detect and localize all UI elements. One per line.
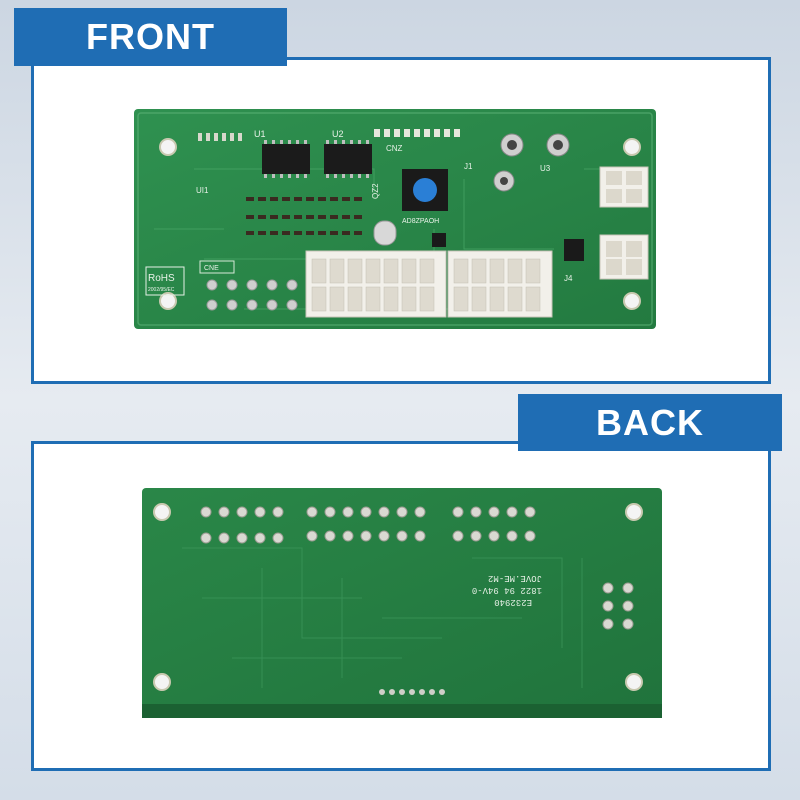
silk-back-line3: JOVE.ME-M2	[488, 573, 542, 583]
silk-u2: U2	[332, 129, 344, 139]
silk-u11: UI1	[196, 186, 209, 195]
silk-back-line1: E232940	[494, 597, 532, 607]
silk-cne: CNE	[204, 265, 219, 272]
silk-j1: J1	[464, 162, 473, 171]
pcb-front-image: U1 U2 CNZ UI1 QZ2 AD8ZPAOH U3 J1 J4 RoHS…	[134, 109, 656, 329]
silk-j4: J4	[564, 274, 573, 283]
silk-u3: U3	[540, 164, 551, 173]
silk-u1: U1	[254, 129, 266, 139]
back-label: BACK	[518, 394, 782, 451]
silk-rohs-sub: 2002/95/EC	[148, 287, 175, 293]
silk-qz2: QZ2	[371, 183, 380, 199]
silk-rohs: RoHS	[148, 273, 175, 284]
pcb-back-image: E232940 1822 94 94V-0 JOVE.ME-M2	[142, 488, 662, 718]
silk-chip: AD8ZPAOH	[402, 218, 439, 225]
silk-back-line2: 1822 94 94V-0	[472, 585, 542, 595]
silk-cnz: CNZ	[386, 144, 403, 153]
front-label: FRONT	[14, 8, 287, 66]
